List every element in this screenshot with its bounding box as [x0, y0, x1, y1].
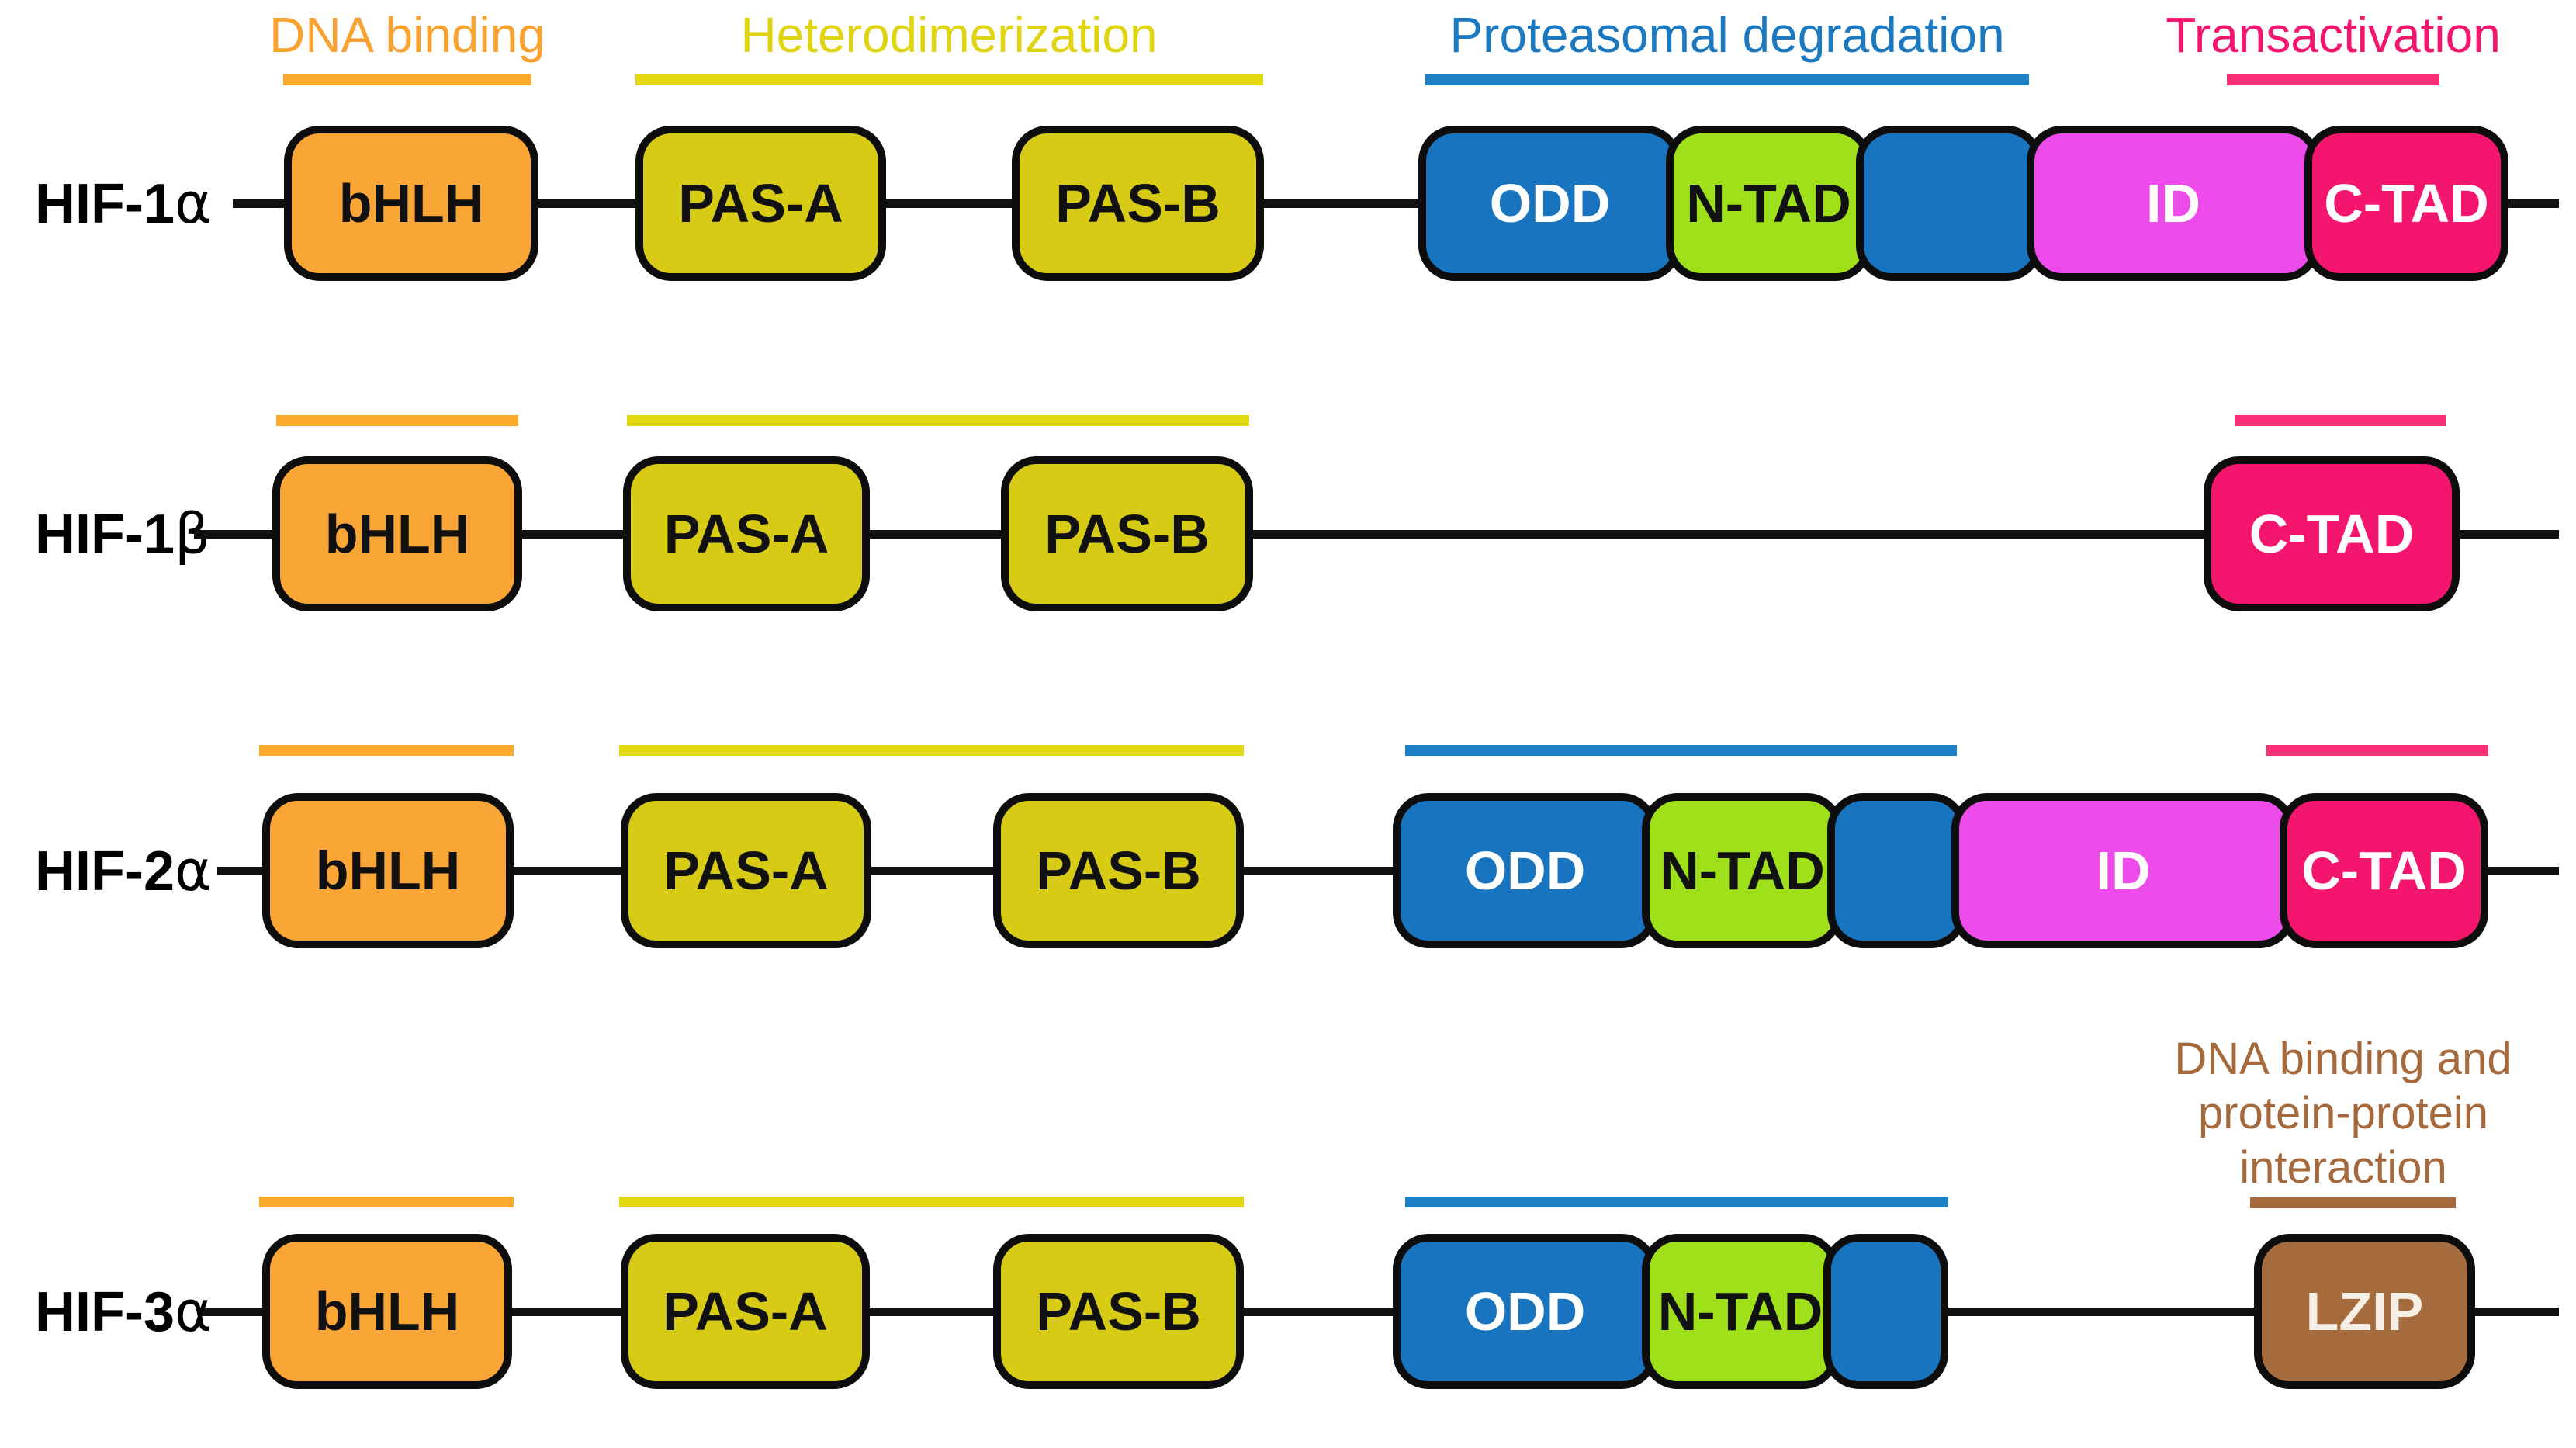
segment-blue-spacer-hif2a [1827, 793, 1967, 948]
dna-binding-line-row4 [259, 1197, 514, 1207]
dna-binding-line-row2 [276, 415, 518, 426]
domain-pasb-hif3a: PAS-B [993, 1234, 1244, 1389]
proteasomal-line-row1 [1425, 74, 2029, 85]
segment-blue-spacer-hif1a [1856, 126, 2042, 281]
backbone-line-row2 [194, 530, 2559, 539]
hif3-annotation-line1: DNA binding and [2174, 1034, 2512, 1084]
heterodimerization-line-row1 [635, 74, 1263, 85]
proteasomal-line-row3 [1405, 745, 1957, 756]
domain-odd-hif2a: ODD [1393, 793, 1657, 948]
domain-pasa-hif1a: PAS-A [635, 126, 886, 281]
domain-ntad-hif2a: N-TAD [1642, 793, 1843, 948]
backbone-line-row4 [203, 1308, 2559, 1316]
domain-pasa-hif3a: PAS-A [621, 1234, 870, 1389]
greek-alpha: α [175, 171, 212, 236]
domain-ctad-hif1b: C-TAD [2204, 456, 2460, 611]
domain-pasb-hif2a: PAS-B [993, 793, 1244, 948]
domain-ntad-hif3a: N-TAD [1642, 1234, 1839, 1389]
segment-blue-spacer-hif3a [1823, 1234, 1948, 1389]
row-label-hif3a: HIF-3α [35, 1279, 212, 1344]
heterodimerization-line-row3 [619, 745, 1244, 756]
legend-heterodimerization: Heterodimerization [740, 7, 1158, 63]
dna-binding-line-row1 [283, 74, 531, 85]
domain-ctad-hif1a: C-TAD [2304, 126, 2508, 281]
transactivation-line-row3 [2266, 745, 2488, 756]
domain-odd-hif3a: ODD [1393, 1234, 1657, 1389]
domain-id-hif2a: ID [1951, 793, 2295, 948]
domain-bhlh-hif3a: bHLH [262, 1234, 512, 1389]
hif3-annotation-line3: interaction [2239, 1142, 2447, 1193]
domain-ntad-hif1a: N-TAD [1666, 126, 1871, 281]
backbone-line-row1 [233, 199, 2559, 208]
heterodimerization-line-row4 [619, 1197, 1244, 1207]
row-label-hif1a: HIF-1α [35, 171, 212, 236]
domain-id-hif1a: ID [2027, 126, 2320, 281]
domain-bhlh-hif1a: bHLH [284, 126, 538, 281]
domain-pasb-hif1a: PAS-B [1012, 126, 1264, 281]
dna-binding-line-row3 [259, 745, 514, 756]
transactivation-line-row1 [2227, 74, 2439, 85]
greek-alpha: α [175, 838, 212, 903]
legend-dna-binding: DNA binding [269, 7, 545, 63]
domain-bhlh-hif1b: bHLH [272, 456, 522, 611]
heterodimerization-line-row2 [627, 415, 1249, 426]
proteasomal-line-row4 [1405, 1197, 1948, 1207]
domain-pasa-hif2a: PAS-A [621, 793, 871, 948]
hif3-annotation: DNA binding and protein-protein interact… [2110, 1032, 2576, 1195]
domain-pasb-hif1b: PAS-B [1001, 456, 1253, 611]
domain-odd-hif1a: ODD [1418, 126, 1681, 281]
transactivation-line-row2 [2235, 415, 2446, 426]
backbone-line-row3 [217, 867, 2559, 875]
legend-transactivation: Transactivation [2166, 7, 2501, 63]
domain-lzip-hif3a: LZIP [2254, 1234, 2475, 1389]
lzip-annotation-line-row4 [2250, 1197, 2456, 1208]
domain-pasa-hif1b: PAS-A [623, 456, 870, 611]
hif3-annotation-line2: protein-protein [2198, 1088, 2488, 1138]
legend-proteasomal-degradation: Proteasomal degradation [1449, 7, 2005, 63]
row-label-hif1b: HIF-1β [35, 501, 210, 566]
domain-ctad-hif2a: C-TAD [2280, 793, 2488, 948]
row-label-hif2a: HIF-2α [35, 838, 212, 903]
domain-bhlh-hif2a: bHLH [262, 793, 514, 948]
